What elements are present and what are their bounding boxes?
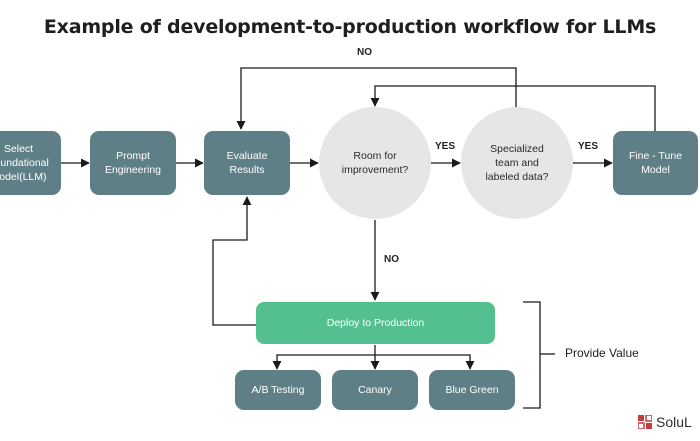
solulab-logo-icon	[638, 415, 652, 429]
node-select-model: Select Foundational Model(LLM)	[0, 131, 61, 195]
brand-logo: SoluL	[638, 414, 692, 430]
decision-specialized-team: Specialized team and labeled data?	[461, 107, 573, 219]
edge-specialized-no-loop	[236, 67, 517, 130]
edge-deploy-bluegreen	[375, 354, 475, 370]
node-prompt-engineering: Prompt Engineering	[90, 131, 176, 195]
edge-label-yes-improve: YES	[435, 141, 456, 152]
node-canary: Canary	[332, 370, 418, 410]
node-blue-green: Blue Green	[429, 370, 515, 410]
decision-room-for-improvement: Room for improvement?	[319, 107, 431, 219]
node-evaluate-results: Evaluate Results	[204, 131, 290, 195]
edge-deploy-loop	[212, 196, 256, 326]
provide-value-bracket	[523, 301, 541, 409]
edge-finetune-loop	[370, 85, 656, 131]
edge-label-no-down: NO	[384, 254, 399, 265]
node-deploy-to-production: Deploy to Production	[256, 302, 495, 344]
node-ab-testing: A/B Testing	[235, 370, 321, 410]
provide-value-label: Provide Value	[565, 346, 639, 360]
edge-label-no-top: NO	[357, 47, 372, 58]
node-fine-tune-model: Fine - Tune Model	[613, 131, 698, 195]
diagram-title: Example of development-to-production wor…	[43, 16, 657, 38]
brand-logo-text: SoluL	[656, 414, 692, 430]
edge-label-yes-specialized: YES	[578, 141, 599, 152]
edge-deploy-ab	[272, 354, 375, 370]
